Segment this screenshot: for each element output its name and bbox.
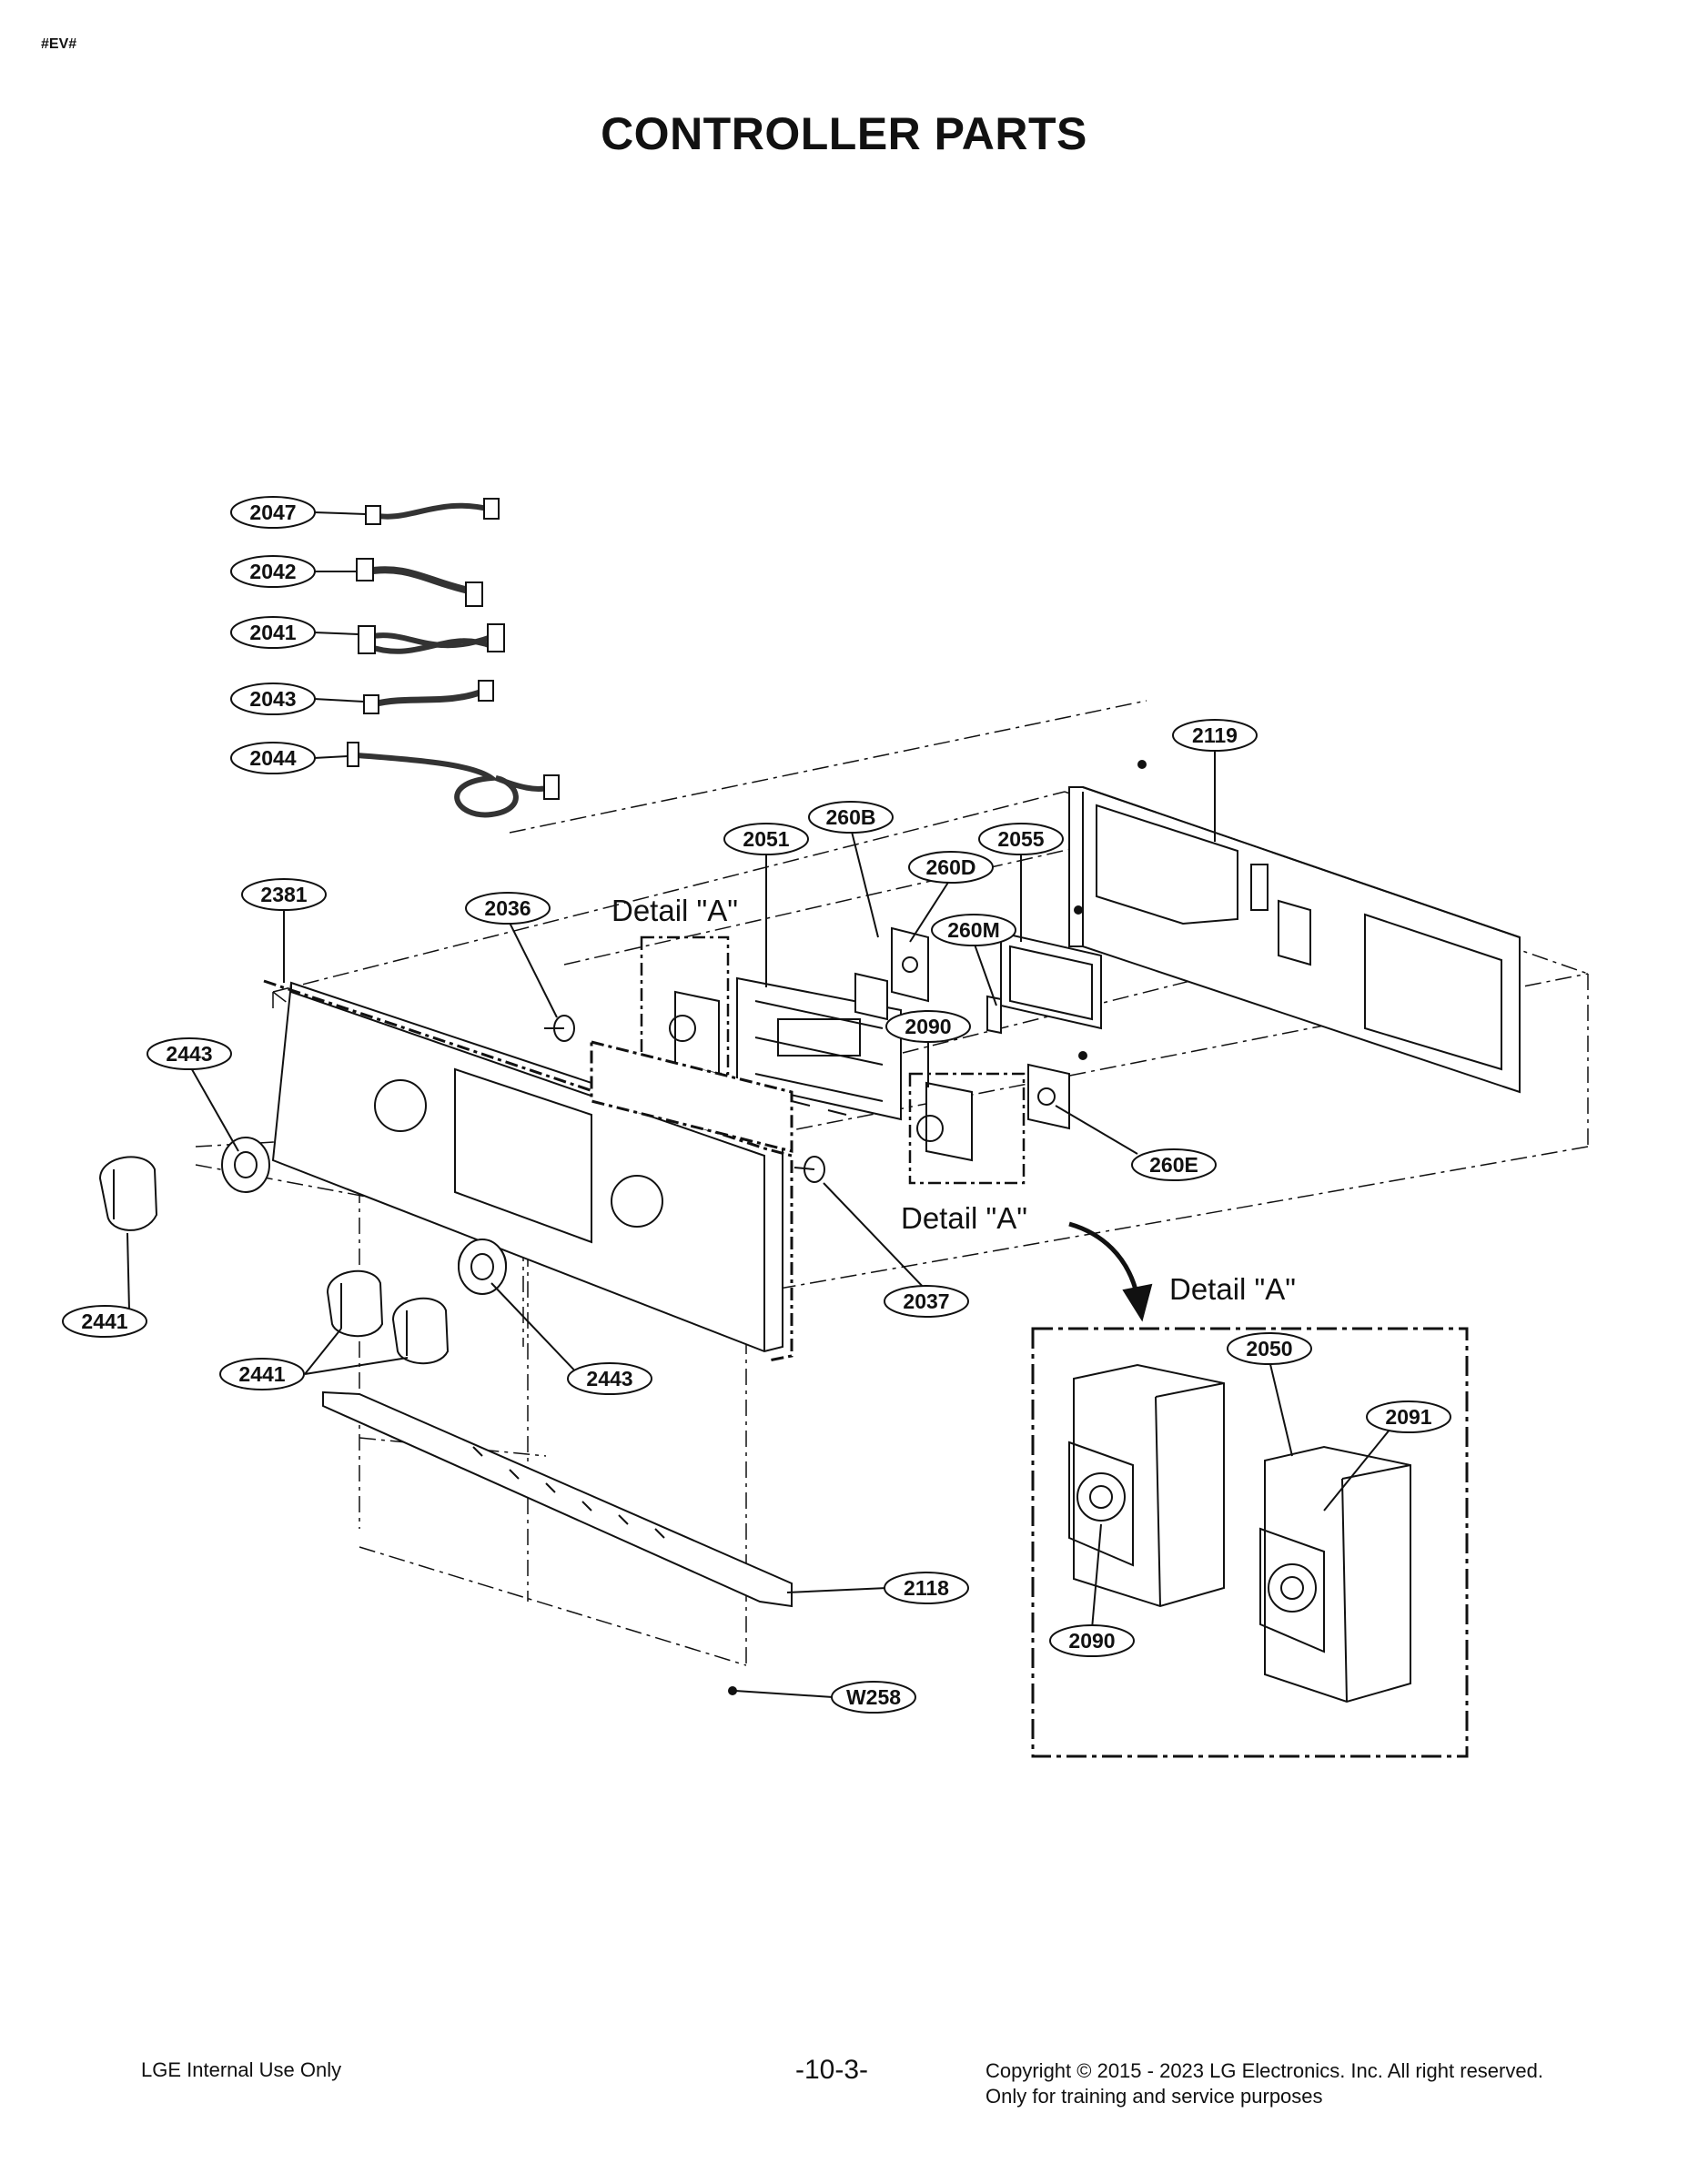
callout-260e: 260E xyxy=(1131,1148,1217,1181)
callout-2036: 2036 xyxy=(465,892,551,925)
callout-label: 2443 xyxy=(586,1367,632,1390)
callout-label: 2042 xyxy=(249,560,296,583)
detail-a-marker-boxes xyxy=(640,935,1026,1185)
callout-2050: 2050 xyxy=(1227,1332,1312,1365)
callout-layer: 2047 2042 2041 2043 2044 2119 2051 260B 2055 260D… xyxy=(62,496,1451,1714)
callout-2090: 2090 xyxy=(885,1010,971,1043)
wire-harness-2043 xyxy=(363,680,494,714)
callout-label: 2090 xyxy=(905,1015,951,1038)
callout-label: 2037 xyxy=(903,1289,949,1313)
page-number: -10-3- xyxy=(795,2055,869,2085)
callout-label: 2041 xyxy=(249,621,296,644)
callout-2055: 2055 xyxy=(978,823,1064,855)
callout-label: 2118 xyxy=(904,1576,949,1600)
detail-a-inset xyxy=(1031,1327,1469,1758)
callout-label: 260D xyxy=(926,855,976,879)
knob-2441-right xyxy=(391,1297,450,1365)
rear-bracket-2119 xyxy=(1068,760,1521,1094)
detail-a-label: Detail "A" xyxy=(901,1201,1027,1235)
leader-lines xyxy=(126,511,1391,1698)
wire-harness-2044 xyxy=(347,742,560,818)
callout-label: 2091 xyxy=(1385,1405,1431,1429)
callout-label: W258 xyxy=(846,1685,901,1709)
callout-label: 2055 xyxy=(997,827,1044,851)
wire-harness-2047 xyxy=(365,498,500,525)
footer-internal-use: LGE Internal Use Only xyxy=(141,2058,342,2081)
callout-label: 2381 xyxy=(260,883,307,906)
training-note: Only for training and service purposes xyxy=(986,2085,1323,2108)
callout-2091: 2091 xyxy=(1366,1400,1451,1433)
callout-w258: W258 xyxy=(831,1681,916,1714)
board-260M xyxy=(986,995,1002,1035)
wire-harness-2041 xyxy=(358,623,505,654)
callout-2381: 2381 xyxy=(241,878,327,911)
callout-label: 2119 xyxy=(1192,723,1238,747)
callout-label: 2090 xyxy=(1068,1629,1115,1653)
copyright-line: Copyright © 2015 - 2023 LG Electronics. … xyxy=(986,2059,1543,2082)
callout-2118: 2118 xyxy=(884,1572,969,1604)
callout-2041: 2041 xyxy=(230,616,316,649)
knob-2441-mid xyxy=(326,1269,384,1338)
callout-label: 2051 xyxy=(743,827,789,851)
shaft-2036 xyxy=(544,1015,575,1042)
callout-2047: 2047 xyxy=(230,496,316,529)
board-260B xyxy=(891,926,929,1003)
callout-label: 2044 xyxy=(249,746,296,770)
shaft-2037 xyxy=(793,1156,825,1183)
callout-2441: 2441 xyxy=(219,1358,305,1390)
board-260E xyxy=(1027,1051,1087,1130)
callout-260d: 260D xyxy=(908,851,994,884)
callout-260b: 260B xyxy=(808,801,894,834)
lens-strip xyxy=(590,1040,793,1153)
callout-2037: 2037 xyxy=(884,1285,969,1318)
callout-2119: 2119 xyxy=(1172,719,1258,752)
callout-label: 2441 xyxy=(81,1309,127,1333)
board-260D xyxy=(854,972,888,1021)
detail-a-label: Detail "A" xyxy=(1169,1272,1296,1306)
callout-label: 260B xyxy=(826,805,876,829)
wire-harness-2042 xyxy=(356,558,483,607)
bezel-ring-2443-lower xyxy=(458,1239,507,1295)
callout-2090: 2090 xyxy=(1049,1624,1135,1657)
knob-2441-left xyxy=(98,1156,158,1231)
callout-label: 2036 xyxy=(484,896,531,920)
callout-2441: 2441 xyxy=(62,1305,147,1338)
callout-2443: 2443 xyxy=(567,1362,652,1395)
callout-label: 260E xyxy=(1149,1153,1198,1177)
callout-2044: 2044 xyxy=(230,742,316,774)
callout-2043: 2043 xyxy=(230,682,316,715)
callout-260m: 260M xyxy=(931,914,1016,946)
encoder-upper xyxy=(669,990,720,1076)
document-code: #EV# xyxy=(41,36,77,52)
callout-2051: 2051 xyxy=(723,823,809,855)
detail-a-label: Detail "A" xyxy=(612,894,738,927)
detail-a-arrow xyxy=(1068,1221,1153,1322)
callout-label: 260M xyxy=(947,918,1000,942)
display-window-2055 xyxy=(1000,931,1102,1030)
callout-2042: 2042 xyxy=(230,555,316,588)
lower-bracket-2118 xyxy=(322,1390,793,1695)
bezel-ring-2443-left xyxy=(221,1137,270,1193)
encoder-lower xyxy=(916,1081,973,1162)
callout-2443: 2443 xyxy=(147,1037,232,1070)
callout-label: 2443 xyxy=(166,1042,212,1066)
callout-label: 2441 xyxy=(238,1362,285,1386)
detail-label-layer: Detail "A" Detail "A" Detail "A" xyxy=(612,894,1296,1306)
page-title: CONTROLLER PARTS xyxy=(601,108,1087,159)
callout-label: 2050 xyxy=(1246,1337,1292,1360)
callout-label: 2043 xyxy=(249,687,296,711)
footer-copyright: Copyright © 2015 - 2023 LG Electronics. … xyxy=(986,2058,1543,2109)
callout-label: 2047 xyxy=(249,500,296,524)
